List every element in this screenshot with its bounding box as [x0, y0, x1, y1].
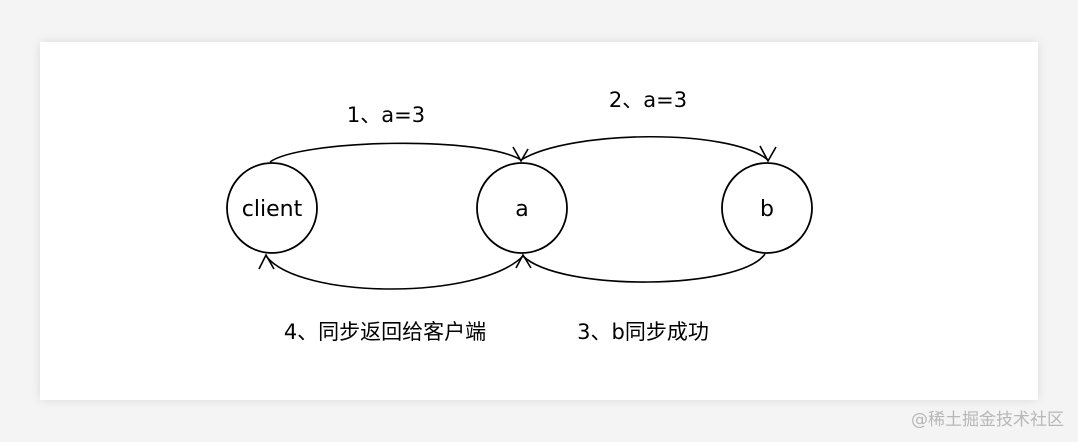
edge-label-step4: 4、同步返回给客户端 — [284, 320, 486, 344]
node-client-label: client — [242, 197, 303, 222]
arrowhead-edge-a-to-b — [759, 145, 777, 163]
watermark: @稀土掘金技术社区 — [911, 410, 1064, 430]
node-client: client — [226, 162, 318, 254]
edge-label-step2: 2、a=3 — [609, 88, 687, 112]
edge-a-to-client — [265, 255, 524, 290]
edge-b-to-a — [522, 253, 766, 283]
edge-label-step1: 1、a=3 — [347, 103, 425, 127]
edge-a-to-b — [520, 135, 769, 161]
arrowhead-edge-client-to-a — [512, 146, 529, 163]
arrowhead-edge-b-to-a — [515, 253, 532, 269]
node-a: a — [476, 162, 568, 254]
edge-label-step3: 3、b同步成功 — [577, 320, 709, 344]
node-b: b — [721, 162, 813, 254]
edge-client-to-a — [269, 142, 522, 163]
node-a-label: a — [515, 197, 528, 222]
node-b-label: b — [760, 197, 774, 222]
arrowhead-edge-a-to-client — [258, 253, 275, 270]
